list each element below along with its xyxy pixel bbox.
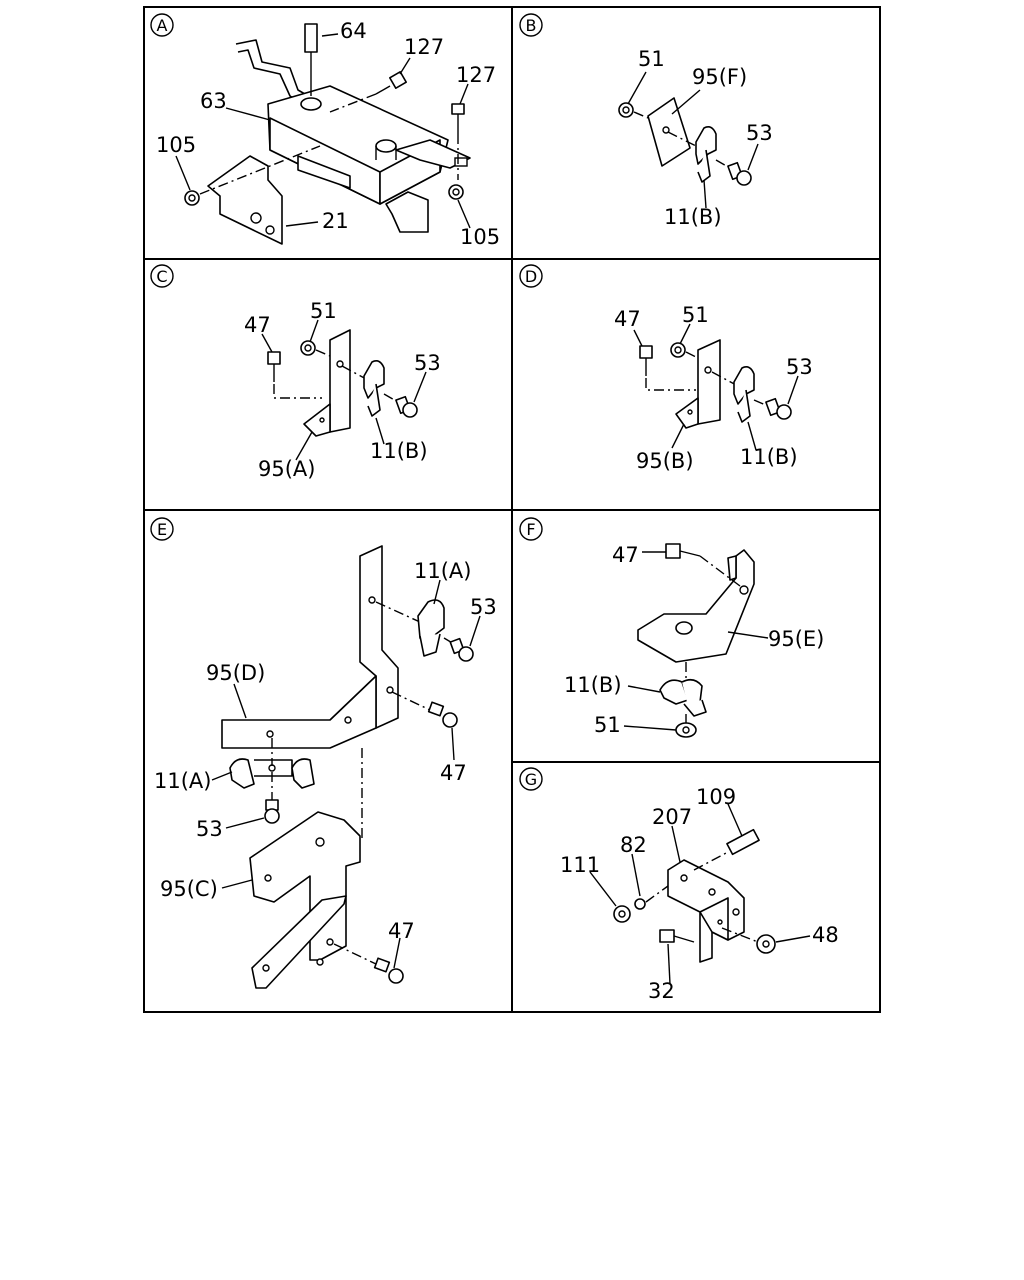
panel-e-leaders — [211, 579, 481, 969]
svg-text:A: A — [157, 16, 168, 35]
label-g-109: 109 — [696, 785, 736, 809]
label-a-64: 64 — [340, 19, 367, 43]
label-e-95d: 95(D) — [206, 661, 265, 685]
panel-grid — [143, 6, 881, 1013]
panel-d-leaders — [633, 323, 799, 451]
panel-b-drawing — [618, 97, 752, 186]
panel-f-leaders — [623, 551, 769, 731]
panel-d-drawing — [639, 339, 792, 429]
label-a-105-right: 105 — [460, 225, 500, 249]
panel-c-leaders — [261, 319, 427, 461]
panel-a-leaders — [175, 33, 471, 229]
label-a-105-left: 105 — [156, 133, 196, 157]
panel-e: E — [150, 517, 497, 989]
panel-g-letter: G — [519, 767, 543, 791]
panel-d-letter: D — [519, 264, 543, 288]
panel-e-drawing — [221, 545, 474, 989]
label-g-207: 207 — [652, 805, 692, 829]
label-e-47-bottom: 47 — [388, 919, 415, 943]
label-e-11a-top: 11(A) — [414, 559, 471, 583]
label-e-95c: 95(C) — [160, 877, 218, 901]
label-g-111: 111 — [560, 853, 600, 877]
label-b-95f: 95(F) — [692, 65, 747, 89]
label-d-51: 51 — [682, 303, 709, 327]
panel-c: C 47 51 53 1 — [150, 264, 441, 481]
label-e-11a-bottom: 11(A) — [154, 769, 211, 793]
svg-text:D: D — [525, 267, 537, 286]
panel-b: B 51 95(F) 53 11(B) — [519, 13, 773, 229]
label-a-21: 21 — [322, 209, 349, 233]
label-e-53-bottom: 53 — [196, 817, 223, 841]
panel-a-letter: A — [150, 13, 174, 37]
panel-e-letter: E — [150, 517, 174, 541]
label-f-47: 47 — [612, 543, 639, 567]
svg-text:B: B — [526, 16, 537, 35]
label-e-53-top: 53 — [470, 595, 497, 619]
panel-c-drawing — [267, 329, 418, 437]
panel-g: G — [519, 767, 839, 1003]
label-d-11b: 11(B) — [740, 445, 798, 469]
label-g-48: 48 — [812, 923, 839, 947]
panel-a-drawing — [184, 23, 471, 245]
panel-c-letter: C — [150, 264, 174, 288]
panel-d: D 47 51 53 9 — [519, 264, 813, 473]
label-e-47-mid: 47 — [440, 761, 467, 785]
label-c-47: 47 — [244, 313, 271, 337]
panel-f-drawing — [637, 543, 755, 738]
label-f-51: 51 — [594, 713, 621, 737]
panel-b-letter: B — [519, 13, 543, 37]
label-c-53: 53 — [414, 351, 441, 375]
label-b-51: 51 — [638, 47, 665, 71]
label-b-53: 53 — [746, 121, 773, 145]
panel-g-drawing — [613, 828, 776, 963]
label-d-95b: 95(B) — [636, 449, 694, 473]
panel-f-letter: F — [519, 517, 543, 541]
label-g-32: 32 — [648, 979, 675, 1003]
panel-b-leaders — [627, 71, 759, 209]
label-c-51: 51 — [310, 299, 337, 323]
panel-a: A — [150, 13, 500, 249]
label-a-127-right: 127 — [456, 63, 496, 87]
label-b-11b: 11(B) — [664, 205, 722, 229]
label-g-82: 82 — [620, 833, 647, 857]
label-c-11b: 11(B) — [370, 439, 428, 463]
svg-text:E: E — [157, 520, 167, 539]
label-f-11b: 11(B) — [564, 673, 622, 697]
label-f-95e: 95(E) — [768, 627, 824, 651]
label-a-127-left: 127 — [404, 35, 444, 59]
svg-text:C: C — [156, 267, 167, 286]
label-c-95a: 95(A) — [258, 457, 315, 481]
label-a-63: 63 — [200, 89, 227, 113]
label-d-47: 47 — [614, 307, 641, 331]
svg-text:F: F — [526, 520, 535, 539]
panel-f: F 47 9 — [519, 517, 824, 738]
label-d-53: 53 — [786, 355, 813, 379]
panel-g-leaders — [589, 803, 811, 985]
svg-text:G: G — [525, 770, 537, 789]
